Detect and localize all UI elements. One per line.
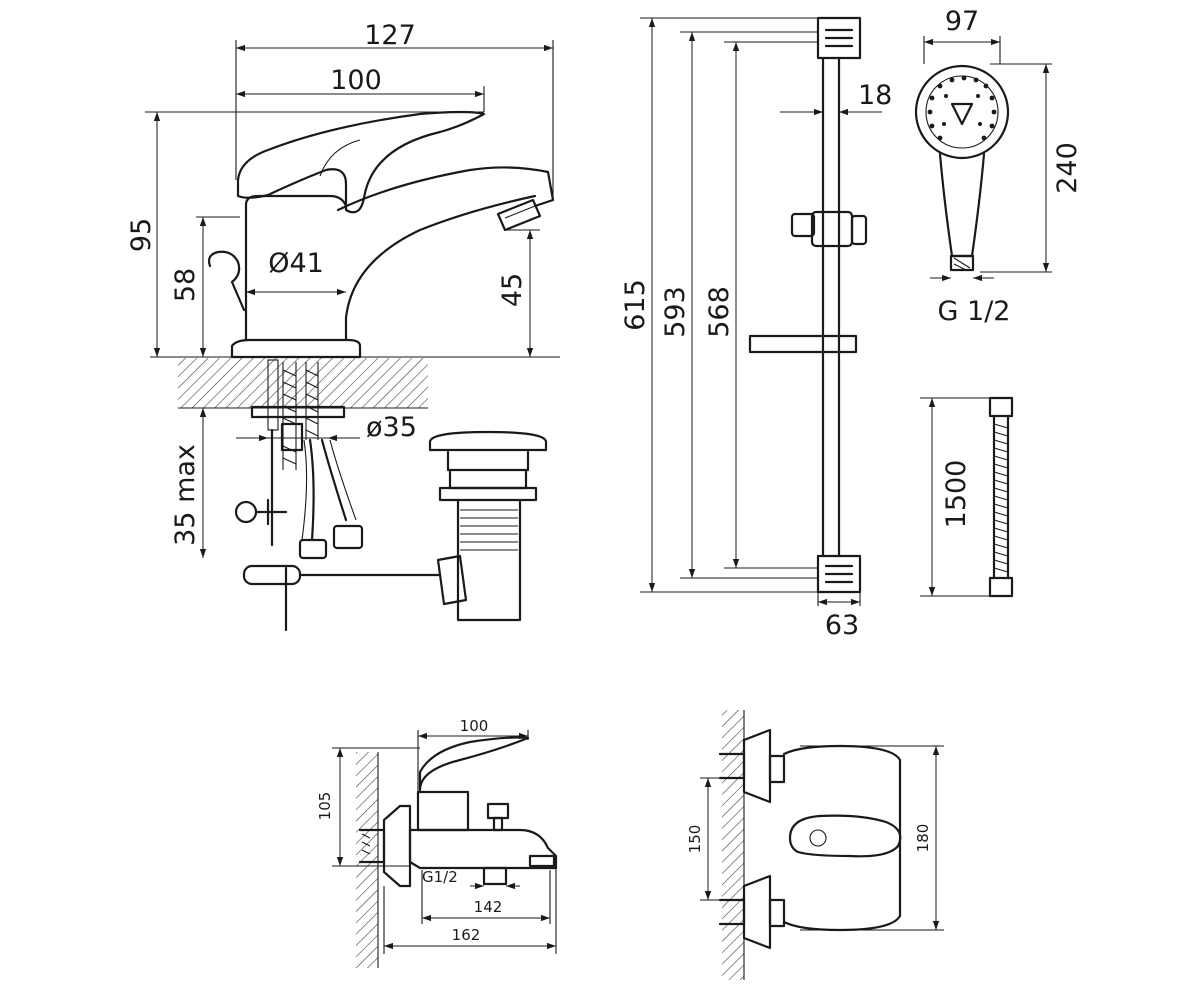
- slider: [810, 210, 854, 248]
- outlet-connector: [482, 866, 508, 886]
- dim-bracket-depth: 63: [825, 610, 859, 641]
- dim-rail-length: 568: [704, 286, 735, 338]
- dim-rail-total: 615: [620, 279, 651, 331]
- waste-cap: [428, 430, 548, 452]
- dim-bath-lever: 100: [460, 717, 489, 735]
- dim-shower-length: 240: [1052, 142, 1083, 194]
- wall-flange: [382, 804, 412, 888]
- fixing-plate: [250, 405, 346, 419]
- bath-lever: [418, 736, 530, 792]
- dim-spacing: 150: [686, 825, 704, 854]
- flange-bottom: [742, 874, 772, 950]
- shower-hose-drawing: 1500: [920, 396, 1014, 598]
- flange-top: [742, 728, 772, 804]
- dim-front-height: 180: [914, 824, 932, 853]
- top-bracket: [816, 16, 862, 60]
- hose-nut-left: [298, 538, 328, 560]
- dim-bath-height: 105: [316, 792, 334, 821]
- dim-thread: G 1/2: [938, 296, 1011, 327]
- shower-nozzles: [927, 75, 997, 141]
- dim-spout-height: 45: [497, 273, 528, 307]
- hose-end-bottom: [988, 576, 1014, 598]
- dim-head-diameter: 97: [945, 6, 979, 37]
- dim-rail-diameter: 18: [858, 80, 892, 111]
- dim-rail-fixing: 593: [660, 286, 691, 338]
- dim-hose-length: 1500: [941, 460, 972, 529]
- dim-width-total: 127: [364, 20, 416, 51]
- dim-spout-reach: 142: [474, 898, 503, 916]
- diverter-knob: [486, 802, 510, 820]
- aerator: [496, 198, 542, 232]
- popup-knob: [207, 250, 246, 312]
- slider-holder: [790, 212, 816, 238]
- dim-height-total: 95: [126, 218, 157, 252]
- hose-end-top: [988, 396, 1014, 418]
- front-body: [782, 744, 902, 932]
- dim-deck-thickness: 35 max: [170, 444, 201, 546]
- fixing-nut: [280, 422, 304, 452]
- clevis: [242, 564, 302, 586]
- spout-upper: [336, 166, 555, 212]
- shower-head: [914, 64, 1010, 160]
- hose-nut-right: [332, 524, 364, 550]
- waste-body: [456, 498, 522, 622]
- cartridge-housing: [416, 790, 470, 832]
- front-lever: [788, 814, 902, 858]
- waste-flange: [438, 486, 538, 502]
- shower-mode-selector: [950, 102, 974, 126]
- dim-hole-diameter: ø35: [366, 412, 417, 443]
- bath-mixer-front-drawing: 150 180: [686, 710, 944, 980]
- slider-knob: [850, 214, 868, 246]
- linkage-clip: [234, 500, 258, 524]
- shower-rail-drawing: 615 593 568 18 63: [620, 16, 892, 641]
- basin-mixer-drawing: 127 100 95 58 45 Ø41 ø35 35 max: [126, 20, 560, 632]
- dim-overall-depth: 162: [452, 926, 481, 944]
- dim-outlet-thread: G1/2: [422, 868, 458, 886]
- bath-mixer-side-drawing: 100 105 G1/2 142 162: [316, 717, 558, 968]
- wall-hatch: [356, 752, 378, 968]
- bath-body: [408, 828, 558, 870]
- dim-lever-length: 100: [330, 65, 382, 96]
- dim-lever-height: 58: [170, 268, 201, 302]
- waste-pivot: [436, 554, 468, 606]
- flexible-hose-left: [308, 438, 348, 542]
- dim-body-diameter: Ø41: [268, 248, 324, 279]
- bath-spout: [528, 854, 556, 868]
- wall-hatch-front: [722, 710, 744, 980]
- shower-connector: [949, 254, 975, 272]
- shower-handle: [938, 152, 986, 258]
- soap-dish: [748, 334, 858, 354]
- hand-shower-drawing: 97 240 G 1/2: [914, 6, 1083, 327]
- spout-lower: [344, 194, 537, 342]
- mixer-base: [230, 338, 362, 359]
- mixer-lever: [236, 110, 486, 214]
- deck-hatch: [178, 358, 428, 408]
- bottom-bracket: [816, 554, 862, 594]
